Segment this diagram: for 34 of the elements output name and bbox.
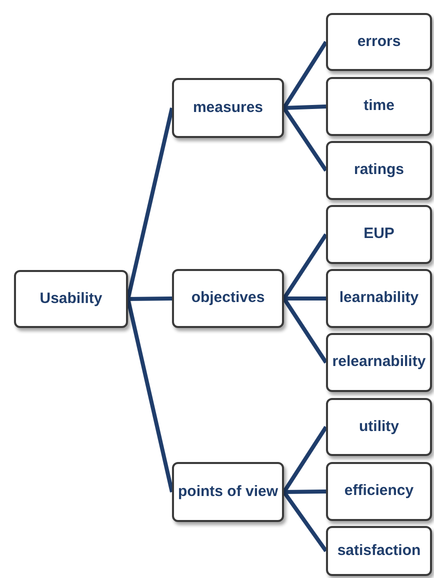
node-box [326,141,432,200]
connector-line [282,490,328,552]
connector-line [126,298,174,492]
connector-line [284,104,326,110]
node-label: EUP [364,225,394,244]
connector-line [128,296,172,301]
node-box [172,269,284,328]
node-label: efficiency [344,482,414,501]
node-label: objectives [191,289,265,308]
node-box [326,13,432,71]
node-label: points of view [178,482,278,502]
node-label: relearnability [332,353,426,372]
node-box [326,462,432,521]
connector-line [284,490,326,494]
node-box [172,462,284,522]
node-box [326,269,432,328]
node-box [14,270,128,328]
node-box [172,78,284,138]
node-label: utility [359,418,399,436]
node-box [326,526,432,576]
connector-line [126,108,174,300]
node-label: Usability [40,290,102,308]
connector-line [282,106,328,172]
node-label: learnability [339,289,419,308]
node-box [326,77,432,136]
node-box [326,333,432,392]
node-label: measures [192,98,264,118]
node-label: ratings [354,161,404,180]
node-label: errors [357,32,401,52]
connector-line [284,296,326,300]
node-box [326,398,432,456]
node-label: satisfaction [337,542,421,560]
node-box [326,205,432,264]
node-label: time [364,97,394,116]
